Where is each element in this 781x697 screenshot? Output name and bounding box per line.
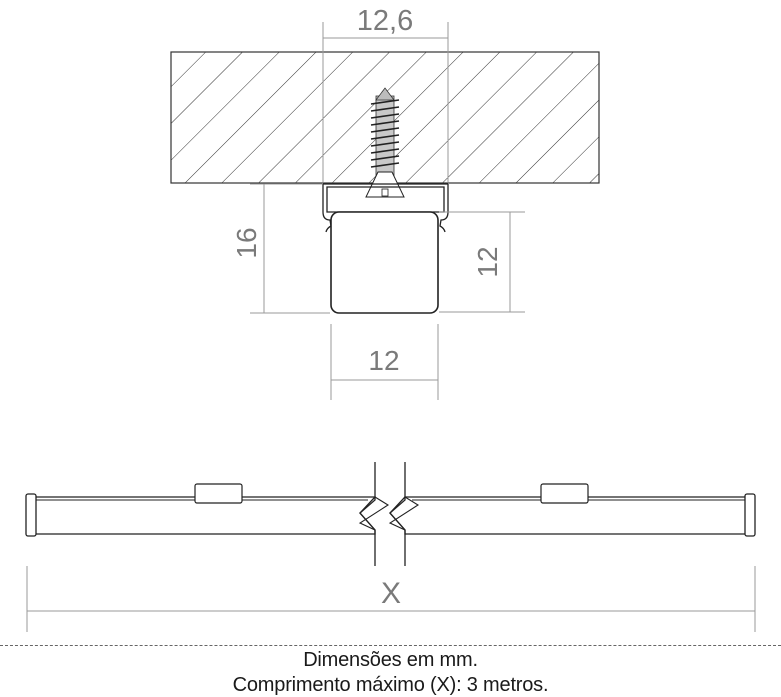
profile-right-segment: [389, 483, 756, 537]
mounting-clip-right: [540, 483, 589, 504]
cross-section-view: 12,6 16 12 12: [170, 5, 600, 400]
mounting-clip-left: [194, 483, 243, 504]
profile-left-segment: [25, 483, 376, 537]
side-view: X: [25, 462, 756, 632]
screw-icon: [365, 87, 405, 198]
dimension-profile-height-label: 12: [472, 246, 503, 277]
dimension-length: X: [26, 566, 756, 632]
units-note: Dimensões em mm.: [303, 649, 478, 671]
dashed-separator: [0, 645, 781, 646]
led-profile-section: [330, 211, 439, 314]
technical-drawing: 12,6 16 12 12: [25, 5, 756, 632]
dimension-mount-width: 12,6: [322, 5, 449, 182]
mounting-clip: [322, 183, 449, 233]
dimension-length-label: X: [381, 577, 401, 610]
max-length-note: Comprimento máximo (X): 3 metros.: [232, 674, 549, 696]
dimension-total-height-label: 16: [231, 227, 262, 258]
dimension-total-height: 16: [231, 183, 330, 314]
dimension-mount-width-label: 12,6: [357, 5, 413, 37]
break-lines: [358, 462, 420, 566]
dimension-profile-width: 12: [330, 324, 439, 400]
dimension-profile-height: 12: [439, 211, 525, 313]
dimension-profile-width-label: 12: [368, 345, 399, 376]
